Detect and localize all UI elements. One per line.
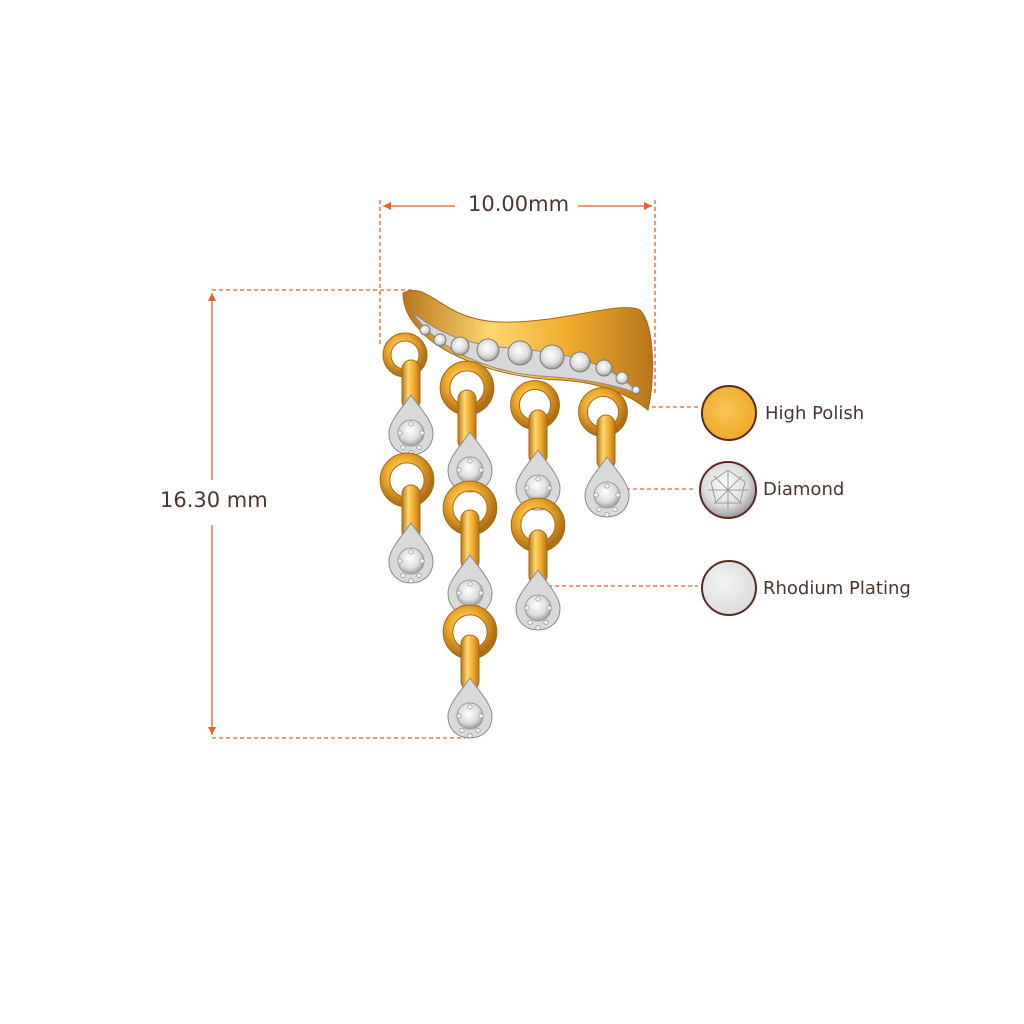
legend-label-diamond: Diamond — [763, 479, 845, 500]
width-arrow-right — [644, 202, 652, 210]
width-dimension-label: 10.00mm — [464, 194, 574, 215]
legend-label-rhodium-plating: Rhodium Plating — [763, 578, 911, 599]
diamond-swatch-icon — [699, 461, 757, 519]
diamond-drop — [447, 677, 493, 739]
height-dimension-label: 16.30 mm — [158, 488, 270, 512]
diamond-drop — [447, 431, 493, 493]
leaf-stone — [631, 385, 641, 395]
strand-4 — [578, 387, 630, 518]
leaf-stone — [507, 340, 533, 366]
strand-1 — [379, 332, 435, 584]
diamond-drop — [388, 394, 434, 456]
leaf-stones — [419, 324, 641, 395]
leaf-stone — [615, 371, 629, 385]
earring-illustration — [379, 289, 653, 739]
rhodium-swatch-icon — [701, 560, 757, 616]
leaf-stone — [476, 338, 500, 362]
diamond-drop — [584, 456, 630, 518]
diamond-drop — [447, 554, 493, 616]
gold-swatch-icon — [701, 385, 757, 441]
legend-swatches — [699, 385, 757, 616]
width-arrow-left — [383, 202, 391, 210]
height-arrow-top — [208, 293, 216, 301]
strand-2 — [439, 360, 498, 739]
leaf-stone — [595, 359, 613, 377]
chain-strands — [379, 332, 630, 739]
height-arrow-bottom — [208, 727, 216, 735]
legend-label-high-polish: High Polish — [765, 403, 865, 424]
diamond-drop — [515, 449, 561, 511]
strand-3 — [510, 380, 566, 631]
diamond-drop — [515, 569, 561, 631]
leaf-stone — [569, 351, 591, 373]
leaf-stone — [539, 344, 565, 370]
leaf-stone — [433, 333, 447, 347]
leaf-stone — [450, 336, 470, 356]
diamond-drop — [388, 522, 434, 584]
leaf-stone — [419, 324, 431, 336]
